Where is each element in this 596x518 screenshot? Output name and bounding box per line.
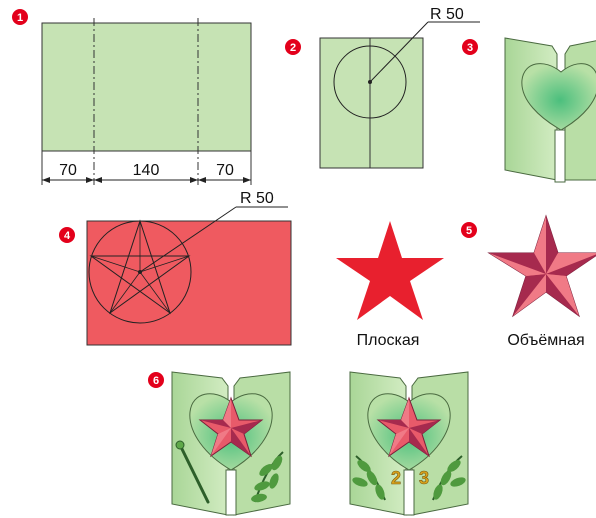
card-a-stick [178,443,210,504]
step-badge-6 [148,372,164,388]
radius-label-step4: R 50 [240,190,274,207]
flat-star [336,221,444,320]
red-paper-rectangle [86,220,292,346]
radius-circle [333,45,407,119]
dim-label-center: 140 [133,162,160,179]
step-badge-3 [462,39,478,55]
step-badge-4 [59,227,75,243]
folded-sheet [319,37,424,169]
sheet-rectangle [41,22,252,152]
radius-label-step2: R 50 [430,6,464,23]
star-center-line-right [139,255,190,273]
step-6-group: 6 [148,371,469,516]
star-center-line-bottom-right [139,271,171,314]
step-3-group: 3 [462,37,596,183]
step-number-2: 2 [290,42,296,54]
volumetric-star-label: Объёмная [507,332,584,349]
step-number-1: 1 [17,12,23,24]
step-number-4: 4 [64,230,71,242]
card-number-2: 2 [391,468,401,488]
card-number-3: 3 [419,468,429,488]
card-b-branch-right [432,455,466,501]
star-center-line-bottom-left [109,271,141,314]
final-card-a [171,371,291,516]
heart-cutout [521,63,596,131]
card-slot [554,129,566,183]
step-number-5: 5 [466,225,472,237]
step-badge-2 [285,39,301,55]
step-badge-1 [12,9,28,25]
volumetric-star [487,214,596,318]
step-4-group: 4 R 50 [59,190,292,346]
card-b-branch-left [352,455,386,501]
star-center-line-left [90,255,141,273]
dim-label-left: 70 [59,162,77,179]
flat-star-label: Плоская [357,332,420,349]
step-number-6: 6 [153,375,159,387]
step-badge-5 [461,222,477,238]
card-a-branch [251,451,284,503]
radius-leader-line [369,21,429,83]
step-5-group: Плоская 5 Объёмная [336,214,596,349]
step-1-group: 1 70 140 70 [12,9,252,185]
step-2-group: 2 R 50 [285,6,480,169]
final-card-b: 2 3 [349,371,469,516]
step-number-3: 3 [467,42,473,54]
dim-label-right: 70 [216,162,234,179]
radius-leader-line-step4 [139,206,237,273]
